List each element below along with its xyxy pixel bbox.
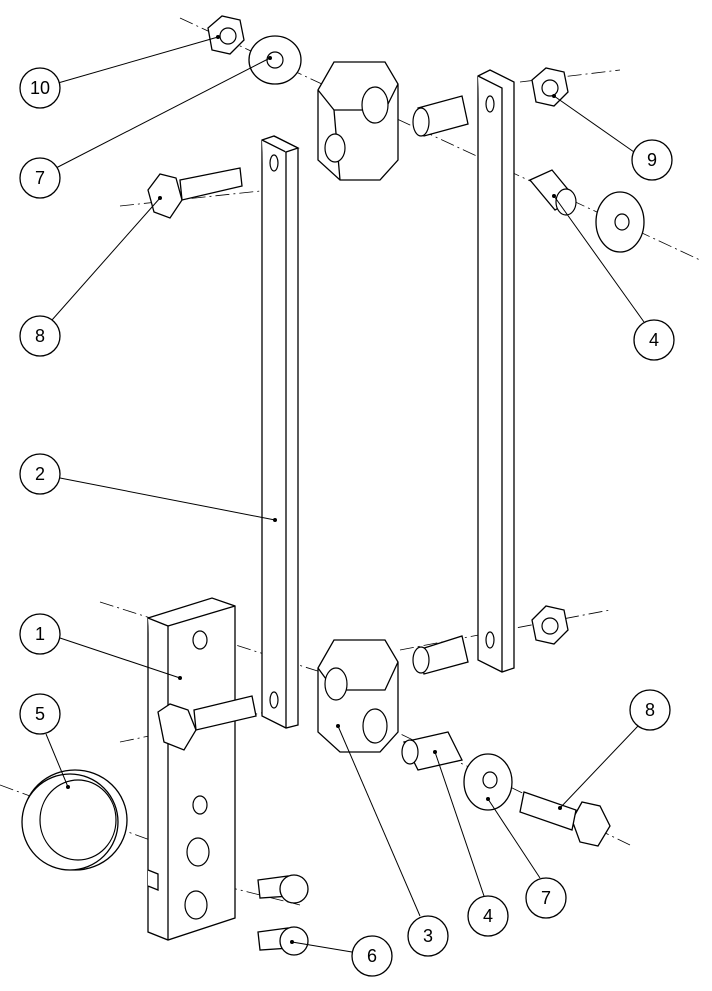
part-1-base-plate xyxy=(147,597,236,941)
balloon-label: 8 xyxy=(35,326,45,346)
leader-lines xyxy=(45,35,645,953)
balloon-label: 7 xyxy=(541,888,551,908)
part-nuts xyxy=(207,15,569,645)
part-4-spacers xyxy=(401,95,577,771)
balloon-7-top: 7 xyxy=(19,157,61,199)
balloon-5: 5 xyxy=(19,693,61,735)
balloon-label: 4 xyxy=(649,330,659,350)
balloon-label: 9 xyxy=(647,150,657,170)
balloon-label: 10 xyxy=(30,78,50,98)
balloon-8-right: 8 xyxy=(629,689,671,731)
part-8-bolts xyxy=(147,167,611,847)
balloon-label: 2 xyxy=(35,464,45,484)
balloon-4-right: 4 xyxy=(633,319,675,361)
balloon-9: 9 xyxy=(631,139,673,181)
balloon-label: 3 xyxy=(423,926,433,946)
part-2-link-bar xyxy=(261,135,300,729)
part-6-cap-screws xyxy=(257,874,309,956)
balloon-label: 6 xyxy=(367,946,377,966)
balloon-label: 7 xyxy=(35,168,45,188)
balloon-4-bottom: 4 xyxy=(467,895,509,937)
balloon-3: 3 xyxy=(407,915,449,957)
balloon-label: 4 xyxy=(483,906,493,926)
balloon-6: 6 xyxy=(351,935,393,977)
balloon-8-left: 8 xyxy=(19,315,61,357)
balloon-1: 1 xyxy=(19,613,61,655)
balloon-label: 8 xyxy=(645,700,655,720)
part-5-ring xyxy=(21,769,128,871)
balloon-10: 10 xyxy=(19,67,61,109)
balloon-2: 2 xyxy=(19,453,61,495)
balloon-7-bottom: 7 xyxy=(525,877,567,919)
right-link-bar xyxy=(477,69,515,673)
balloon-label: 1 xyxy=(35,624,45,644)
part-3-block-top xyxy=(317,61,399,181)
balloon-label: 5 xyxy=(35,704,45,724)
part-3-block-bottom xyxy=(317,639,399,753)
part-7-washers xyxy=(248,35,645,811)
